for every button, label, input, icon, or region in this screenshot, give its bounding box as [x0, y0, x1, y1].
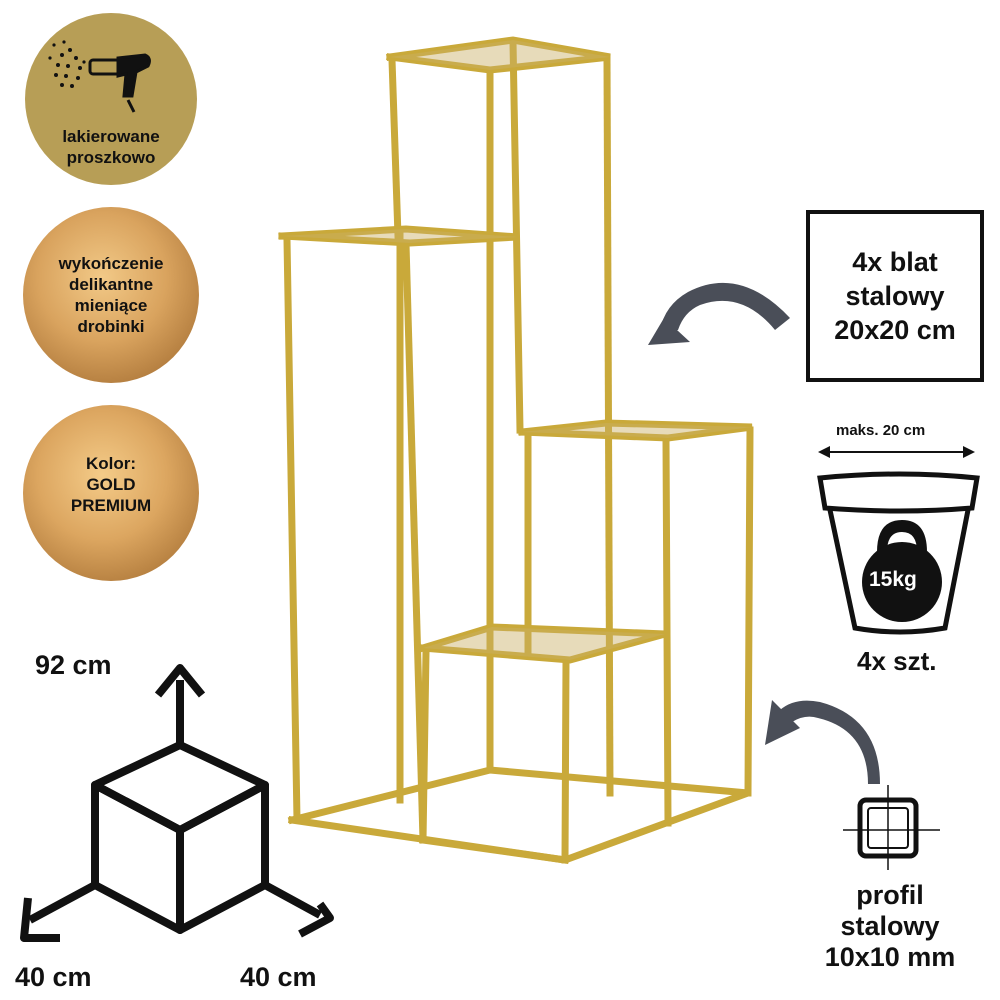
tops-line: stalowy	[845, 281, 945, 311]
badge-text: PREMIUM	[70, 495, 152, 515]
pot-icon	[817, 471, 980, 635]
badge-text: Kolor:	[85, 453, 137, 473]
width-label: 40 cm	[15, 962, 92, 992]
height-label: 92 cm	[35, 650, 112, 680]
badge-text: delikantne	[68, 275, 154, 294]
curved-arrow-icon	[648, 282, 790, 345]
finish-badge: wykończenie delikantne mieniące drobinki	[23, 207, 199, 383]
badge-text: drobinki	[77, 317, 145, 336]
tops-line: 20x20 cm	[834, 315, 956, 345]
dimension-cube-icon	[20, 664, 334, 942]
powder-coated-badge: lakierowane proszkowo	[25, 13, 197, 185]
badge-text: lakierowane	[62, 127, 160, 146]
color-badge: Kolor: GOLD PREMIUM	[23, 405, 199, 581]
tops-info-box: 4x blat stalowy 20x20 cm	[806, 210, 984, 382]
curved-arrow-icon	[765, 700, 880, 784]
badge-text: proszkowo	[66, 148, 156, 167]
steel-profile-icon	[843, 785, 940, 870]
max-width-label: maks. 20 cm	[836, 422, 926, 439]
kettlebell-icon	[862, 520, 942, 622]
pot-count-label: 4x szt.	[857, 646, 937, 676]
width-arrow-icon	[818, 446, 975, 458]
profile-line: stalowy	[840, 911, 940, 941]
profile-line: 10x10 mm	[824, 942, 956, 972]
badge-text: mieniące	[74, 296, 148, 315]
profile-label: profil stalowy 10x10 mm	[800, 880, 980, 973]
tops-line: 4x blat	[852, 247, 938, 277]
weight-label: 15kg	[869, 568, 917, 591]
badge-text: wykończenie	[58, 254, 164, 273]
profile-line: profil	[856, 880, 924, 910]
depth-label: 40 cm	[240, 962, 317, 992]
badge-text: GOLD	[86, 474, 136, 494]
